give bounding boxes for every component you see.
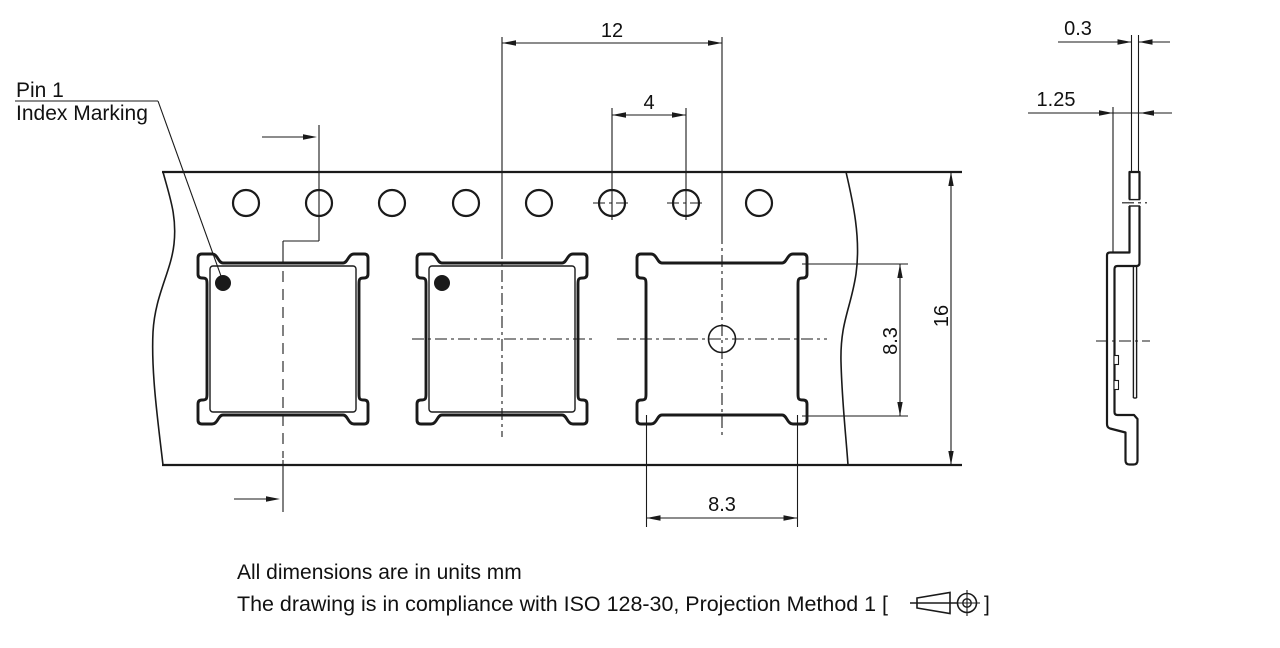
tape-right-break-line <box>840 171 859 466</box>
drawing-notes: All dimensions are in units mm The drawi… <box>237 561 990 616</box>
pocket-wall-notch <box>1113 354 1120 366</box>
centerlines <box>234 37 827 512</box>
sprocket-hole <box>231 188 261 218</box>
dim-pocket-depth-value: 1.25 <box>1037 89 1076 111</box>
carrier-tape-front-view: 12 4 8.3 8.3 <box>15 20 962 527</box>
cover-tape-section <box>1132 266 1138 399</box>
dim-sprocket-pitch-value: 4 <box>643 92 654 114</box>
pocket-wall-notch <box>1113 379 1120 391</box>
feed-arrowhead-top <box>303 134 317 140</box>
dim-cover-thickness-value: 0.3 <box>1064 18 1092 40</box>
component-with-pin1-dot <box>209 265 357 413</box>
dimension-pocket-depth: 1.25 <box>1028 89 1172 253</box>
dimension-tape-width: 16 <box>931 172 954 465</box>
feed-arrowhead-bottom <box>266 496 280 502</box>
pin1-leader <box>157 100 222 277</box>
projection-method-symbol <box>910 590 980 616</box>
sprocket-hole-section <box>1122 198 1147 207</box>
compliance-note: The drawing is in compliance with ISO 12… <box>237 593 888 616</box>
sprocket-hole <box>524 188 554 218</box>
tape-left-break-line <box>151 171 176 466</box>
dimension-pocket-pitch: 12 <box>502 20 722 46</box>
dim-pocket-pitch-value: 12 <box>601 20 623 42</box>
dim-pocket-length-value: 8.3 <box>880 327 902 355</box>
pin1-label-line1: Pin 1 <box>16 79 64 102</box>
pin1-callout: Pin 1 Index Marking <box>15 79 222 277</box>
dimension-cover-thickness: 0.3 <box>1058 18 1170 45</box>
pin1-label-line2: Index Marking <box>16 102 148 125</box>
carrier-tape-side-view: 0.3 1.25 <box>1028 18 1172 466</box>
tape-section-profile <box>1105 170 1141 466</box>
sprocket-hole <box>744 188 774 218</box>
sprocket-hole <box>377 188 407 218</box>
dim-pocket-width-value: 8.3 <box>708 494 736 516</box>
dimension-sprocket-pitch: 4 <box>611 92 687 220</box>
compliance-note-close-bracket: ] <box>984 593 990 616</box>
dimension-pocket-length: 8.3 <box>802 263 908 417</box>
projection-cone-icon <box>916 591 951 615</box>
sprocket-hole <box>451 188 481 218</box>
dimension-pocket-width: 8.3 <box>645 415 799 527</box>
dim-tape-width-value: 16 <box>931 305 953 327</box>
units-note: All dimensions are in units mm <box>237 561 522 584</box>
